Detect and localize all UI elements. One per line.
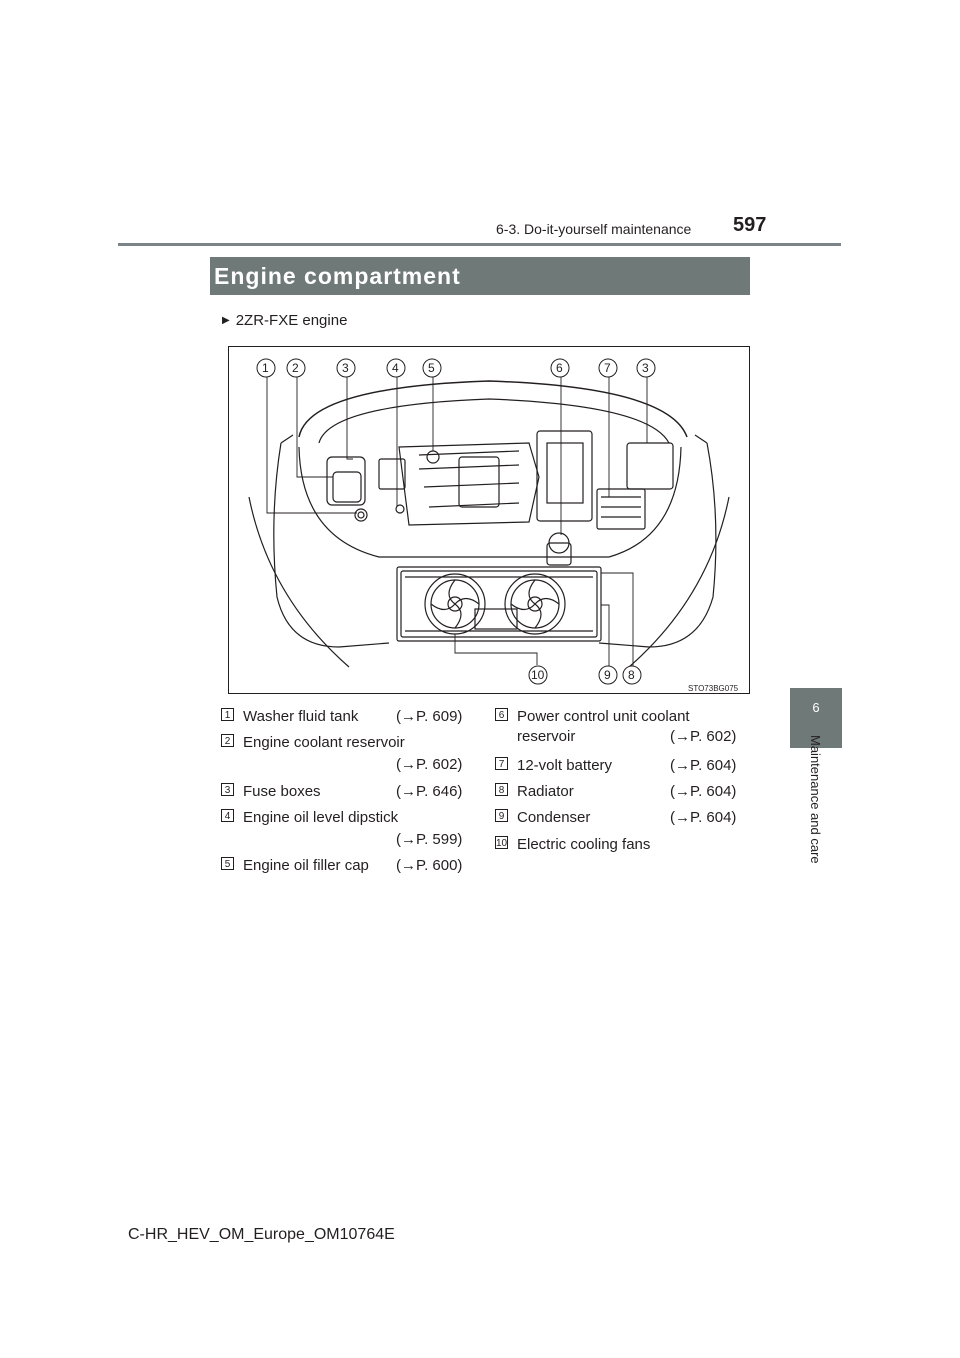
legend-number: 2 bbox=[221, 734, 234, 747]
triangle-bullet-icon: ▶ bbox=[222, 315, 230, 326]
callout-7: 7 bbox=[604, 361, 611, 375]
legend-number: 4 bbox=[221, 809, 234, 822]
legend-item-label: Condenser bbox=[517, 809, 591, 826]
callout-5: 5 bbox=[428, 361, 435, 375]
legend-item-ref: (→P. 600) bbox=[396, 857, 463, 874]
legend-item-ref: (→P. 604) bbox=[670, 809, 737, 826]
page-number: 597 bbox=[733, 214, 767, 236]
chapter-tab: 6 bbox=[790, 688, 842, 748]
legend-number: 1 bbox=[221, 708, 234, 721]
legend-item-ref: (→P. 609) bbox=[396, 708, 463, 725]
callout-1: 1 bbox=[262, 361, 269, 375]
callout-2: 2 bbox=[292, 361, 299, 375]
legend-item-label-cont: reservoir bbox=[517, 728, 576, 745]
legend-item-label: Electric cooling fans bbox=[517, 836, 651, 853]
subheading-text: 2ZR-FXE engine bbox=[235, 312, 348, 329]
legend-item-ref: (→P. 599) bbox=[396, 831, 463, 848]
section-title: 6-3. Do-it-yourself maintenance bbox=[496, 221, 692, 237]
legend-number: 9 bbox=[495, 809, 508, 822]
callout-6: 6 bbox=[556, 361, 563, 375]
engine-illustration bbox=[228, 346, 750, 694]
legend-number: 7 bbox=[495, 757, 508, 770]
legend-item-label: 12-volt battery bbox=[517, 757, 613, 774]
legend-item-label: Washer fluid tank bbox=[243, 708, 359, 725]
legend-item-ref: (→P. 646) bbox=[396, 783, 463, 800]
legend-item-ref: (→P. 604) bbox=[670, 783, 737, 800]
legend-number: 10 bbox=[495, 836, 508, 849]
legend-number: 8 bbox=[495, 783, 508, 796]
callout-4: 4 bbox=[392, 361, 399, 375]
legend-number: 5 bbox=[221, 857, 234, 870]
legend-item-label: Engine oil filler cap bbox=[243, 857, 369, 874]
figure-code: STO73BG075 bbox=[688, 684, 739, 693]
page-heading: Engine compartment bbox=[214, 263, 461, 289]
callout-3: 3 bbox=[342, 361, 349, 375]
chapter-number: 6 bbox=[812, 700, 820, 715]
callout-9: 9 bbox=[604, 668, 611, 682]
legend-item-label: Fuse boxes bbox=[243, 783, 321, 800]
chapter-title: Maintenance and care bbox=[808, 735, 823, 864]
engine-subheading: ▶ 2ZR-FXE engine bbox=[222, 312, 347, 329]
legend-item-label: Engine coolant reservoir bbox=[243, 734, 405, 751]
engine-drawing bbox=[248, 375, 730, 673]
callout-8: 8 bbox=[628, 668, 635, 682]
legend-item-label: Power control unit coolant bbox=[517, 708, 690, 725]
document-id-footer: C-HR_HEV_OM_Europe_OM10764E bbox=[128, 1226, 395, 1243]
title-bar bbox=[210, 257, 750, 295]
legend-number: 6 bbox=[495, 708, 508, 721]
legend-item-label: Engine oil level dipstick bbox=[243, 809, 399, 826]
legend-number: 3 bbox=[221, 783, 234, 796]
legend-item-ref: (→P. 602) bbox=[396, 756, 463, 773]
legend-item-ref: (→P. 604) bbox=[670, 757, 737, 774]
callout-10: 10 bbox=[531, 668, 545, 682]
legend-item-ref: (→P. 602) bbox=[670, 728, 737, 745]
header-divider bbox=[118, 243, 841, 246]
callout-3b: 3 bbox=[642, 361, 649, 375]
legend-item-label: Radiator bbox=[517, 783, 574, 800]
